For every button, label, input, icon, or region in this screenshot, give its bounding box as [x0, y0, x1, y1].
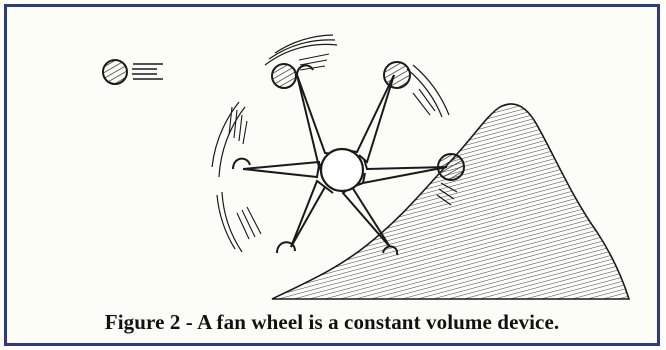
fan-wheel-icon [232, 61, 465, 256]
fan-wheel-illustration [102, 34, 631, 300]
hub [319, 147, 365, 193]
hillside [271, 103, 631, 300]
incoming-ball [102, 59, 163, 85]
arc-hatching [228, 53, 458, 240]
hatched-ball-icon [102, 59, 128, 85]
figure-frame: Figure 2 - A fan wheel is a constant vol… [4, 4, 660, 346]
motion-lines [132, 63, 163, 80]
figure-caption: Figure 2 - A fan wheel is a constant vol… [104, 310, 560, 334]
hatched-hill-icon [271, 103, 631, 300]
fan-wheel [211, 34, 465, 256]
